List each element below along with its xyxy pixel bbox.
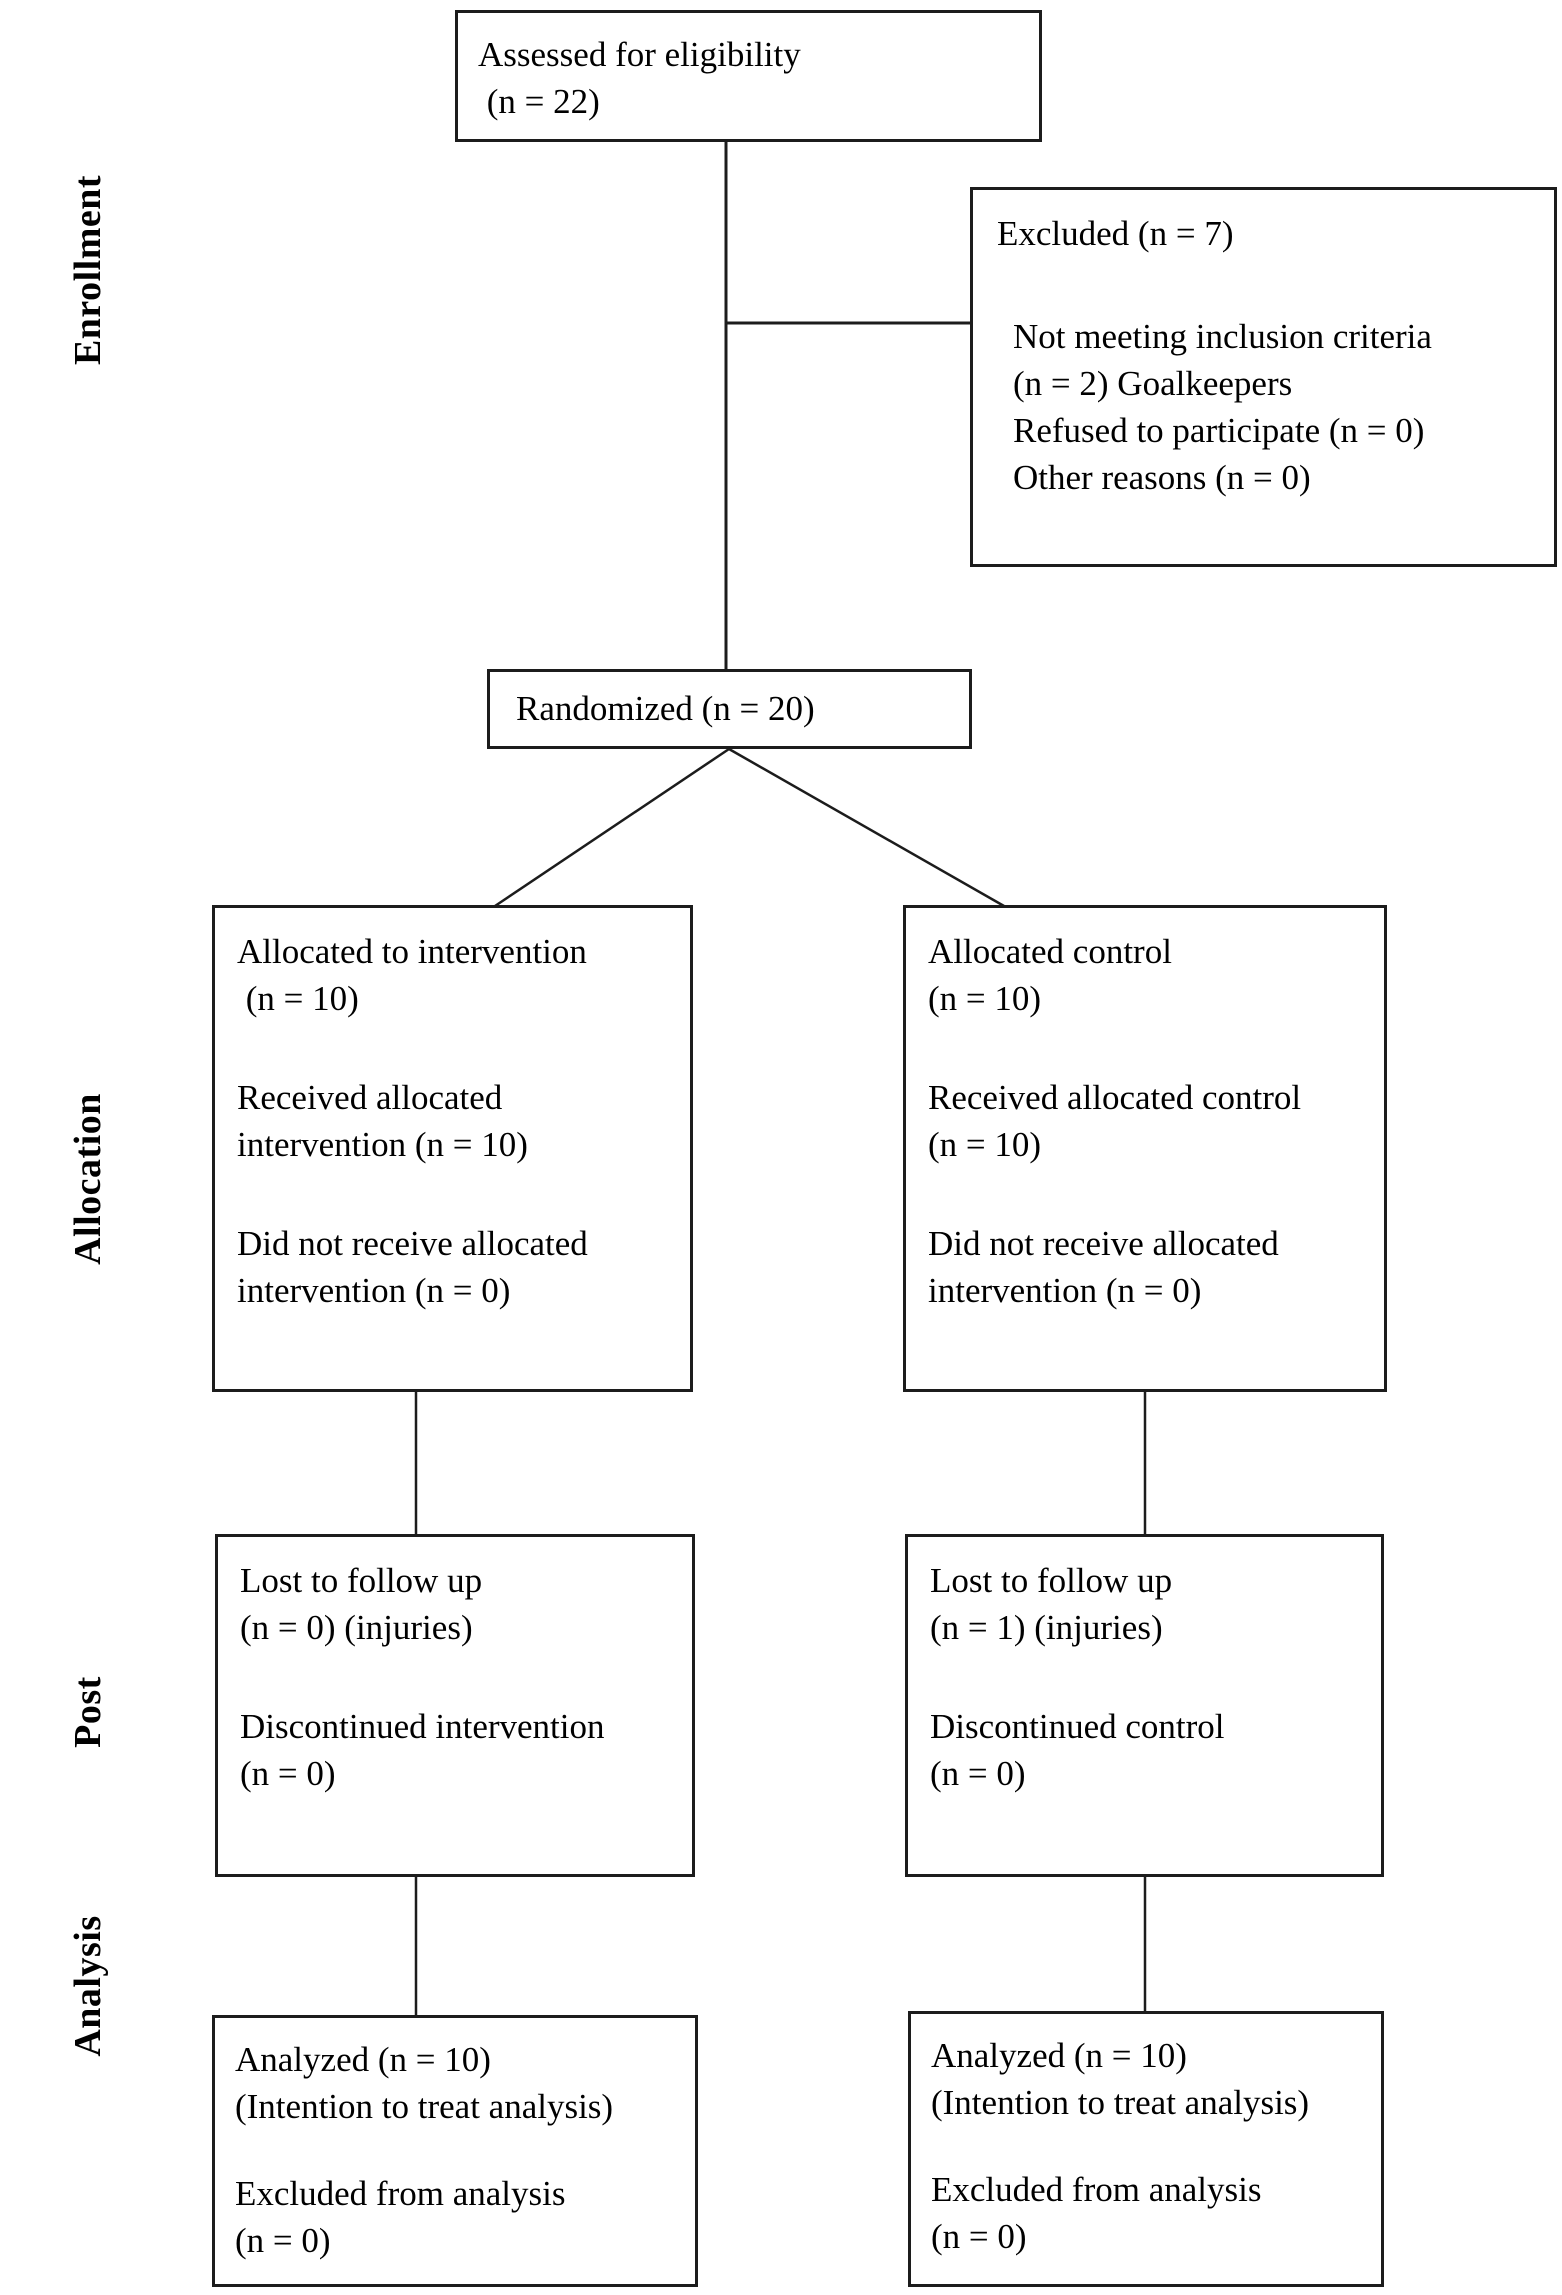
excluded-title: Excluded (n = 7) [997, 214, 1234, 253]
stage-label-analysis: Analysis [67, 1915, 109, 2057]
discontinued-intervention: Discontinued intervention (n = 0) [240, 1707, 605, 1793]
lost-to-followup-intervention: Lost to follow up (n = 0) (injuries) [240, 1561, 483, 1647]
connector-randomized-to-control-diagonal [728, 747, 1005, 908]
received-allocated-control: Received allocated control (n = 10) [928, 1078, 1302, 1164]
box-assessed-for-eligibility: Assessed for eligibility (n = 22) [455, 10, 1042, 142]
did-not-receive-intervention: Did not receive allocated intervention (… [237, 1224, 588, 1310]
did-not-receive-control: Did not receive allocated intervention (… [928, 1224, 1279, 1310]
analyzed-control: Analyzed (n = 10) (Intention to treat an… [931, 2036, 1310, 2122]
allocated-intervention-heading: Allocated to intervention (n = 10) [237, 932, 587, 1018]
box-randomized: Randomized (n = 20) [487, 669, 972, 749]
discontinued-control: Discontinued control (n = 0) [930, 1707, 1225, 1793]
box-followup-control: Lost to follow up (n = 1) (injuries) Dis… [905, 1534, 1384, 1877]
box-allocated-control: Allocated control (n = 10) Received allo… [903, 905, 1387, 1392]
box-analysis-intervention: Analyzed (n = 10) (Intention to treat an… [212, 2015, 698, 2287]
box-excluded: Excluded (n = 7) Not meeting inclusion c… [970, 187, 1557, 567]
allocated-control-heading: Allocated control (n = 10) [928, 932, 1172, 1018]
box-allocated-intervention: Allocated to intervention (n = 10) Recei… [212, 905, 693, 1392]
excluded-reasons: Not meeting inclusion criteria (n = 2) G… [1013, 317, 1432, 497]
box-followup-intervention: Lost to follow up (n = 0) (injuries) Dis… [215, 1534, 695, 1877]
excluded-from-analysis-control: Excluded from analysis (n = 0) [931, 2170, 1262, 2256]
stage-label-enrollment: Enrollment [67, 174, 109, 366]
analyzed-intervention: Analyzed (n = 10) (Intention to treat an… [235, 2040, 614, 2126]
assessed-text: Assessed for eligibility (n = 22) [478, 35, 801, 121]
connector-randomized-to-intervention-diagonal [494, 747, 730, 908]
received-allocated-intervention: Received allocated intervention (n = 10) [237, 1078, 528, 1164]
randomized-text: Randomized (n = 20) [516, 689, 815, 728]
box-analysis-control: Analyzed (n = 10) (Intention to treat an… [908, 2011, 1384, 2287]
lost-to-followup-control: Lost to follow up (n = 1) (injuries) [930, 1561, 1173, 1647]
excluded-from-analysis-intervention: Excluded from analysis (n = 0) [235, 2174, 566, 2260]
stage-label-allocation: Allocation [67, 1093, 109, 1265]
